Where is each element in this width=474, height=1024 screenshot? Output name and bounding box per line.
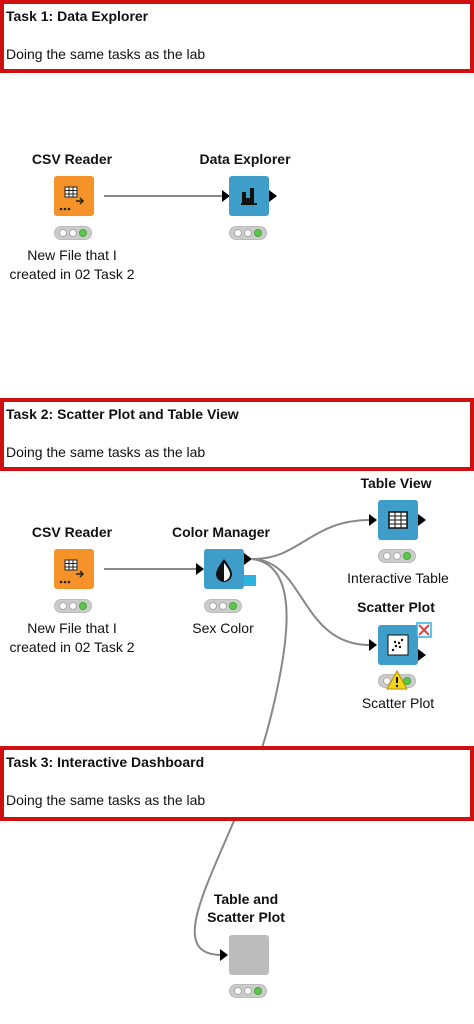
annotation-title: Task 2: Scatter Plot and Table View [6,406,239,422]
explorer-out-port [269,190,277,202]
dashboard-in-port [220,949,228,961]
tableview-out-port [418,514,426,526]
node-name-data-explorer[interactable]: Data Explorer [199,151,291,167]
scatter-plot-node[interactable] [378,625,418,665]
warning-icon [386,670,408,690]
annotation-task-2[interactable]: Task 2: Scatter Plot and Table View Doin… [0,398,474,471]
data-explorer-node[interactable] [229,176,269,216]
node-label-csv-reader-1[interactable]: New File that I created in 02 Task 2 [9,246,134,284]
wire-colormgr-tableview [251,519,371,561]
node-label-scatter-plot[interactable]: Scatter Plot [361,695,435,711]
node-name-color-manager[interactable]: Color Manager [171,524,271,540]
annotation-task-3[interactable]: Task 3: Interactive Dashboard Doing the … [0,746,474,821]
colormgr-in-port [196,563,204,575]
wire-colormgr-scatter [251,558,371,646]
scatter-icon [387,634,409,656]
table-and-scatter-plot-component-node[interactable] [229,935,269,975]
node-status-traffic-light [378,549,416,563]
table-view-node[interactable] [378,500,418,540]
error-x-icon [416,622,432,638]
annotation-title: Task 1: Data Explorer [6,8,149,24]
table-icon [59,559,85,584]
node-name-table-view[interactable]: Table View [360,475,432,491]
dashboard-name-text: Table and Scatter Plot [207,891,285,925]
annotation-body: Doing the same tasks as the lab [6,444,206,460]
tableview-in-port [369,514,377,526]
explorer-in-port [222,190,230,202]
annotation-body: Doing the same tasks as the lab [6,792,206,808]
node-label-color-manager[interactable]: Sex Color [192,620,254,636]
table-icon [388,511,408,529]
node-name-dashboard[interactable]: Table and Scatter Plot [207,890,285,926]
node-status-traffic-light [54,599,92,613]
scatter-out-port [418,649,426,661]
node-name-csv-reader-1[interactable]: CSV Reader [31,151,113,167]
color-model-out-port[interactable] [244,575,256,586]
annotation-title: Task 3: Interactive Dashboard [6,754,205,770]
wire-colormgr-dashboard [193,558,288,956]
node-status-traffic-light [229,226,267,240]
node-status-traffic-light [204,599,242,613]
csv-reader-node-2[interactable] [54,549,94,589]
node-name-csv-reader-2[interactable]: CSV Reader [31,524,113,540]
label-text: New File that I created in 02 Task 2 [9,247,135,282]
node-name-scatter-plot[interactable]: Scatter Plot [357,599,435,615]
csv-reader-node-1[interactable] [54,176,94,216]
node-label-csv-reader-2[interactable]: New File that I created in 02 Task 2 [9,619,134,657]
label-text: New File that I created in 02 Task 2 [9,620,135,655]
color-drop-icon [216,559,232,582]
scatter-in-port [369,639,377,651]
annotation-body: Doing the same tasks as the lab [6,46,206,62]
node-label-table-view[interactable]: Interactive Table [347,570,449,586]
data-explorer-icon [241,188,257,205]
color-manager-node[interactable] [204,549,244,589]
node-status-traffic-light [229,984,267,998]
colormgr-out-port [244,553,252,565]
annotation-task-1[interactable]: Task 1: Data Explorer Doing the same tas… [0,0,474,73]
table-icon [59,186,85,211]
node-status-traffic-light [54,226,92,240]
